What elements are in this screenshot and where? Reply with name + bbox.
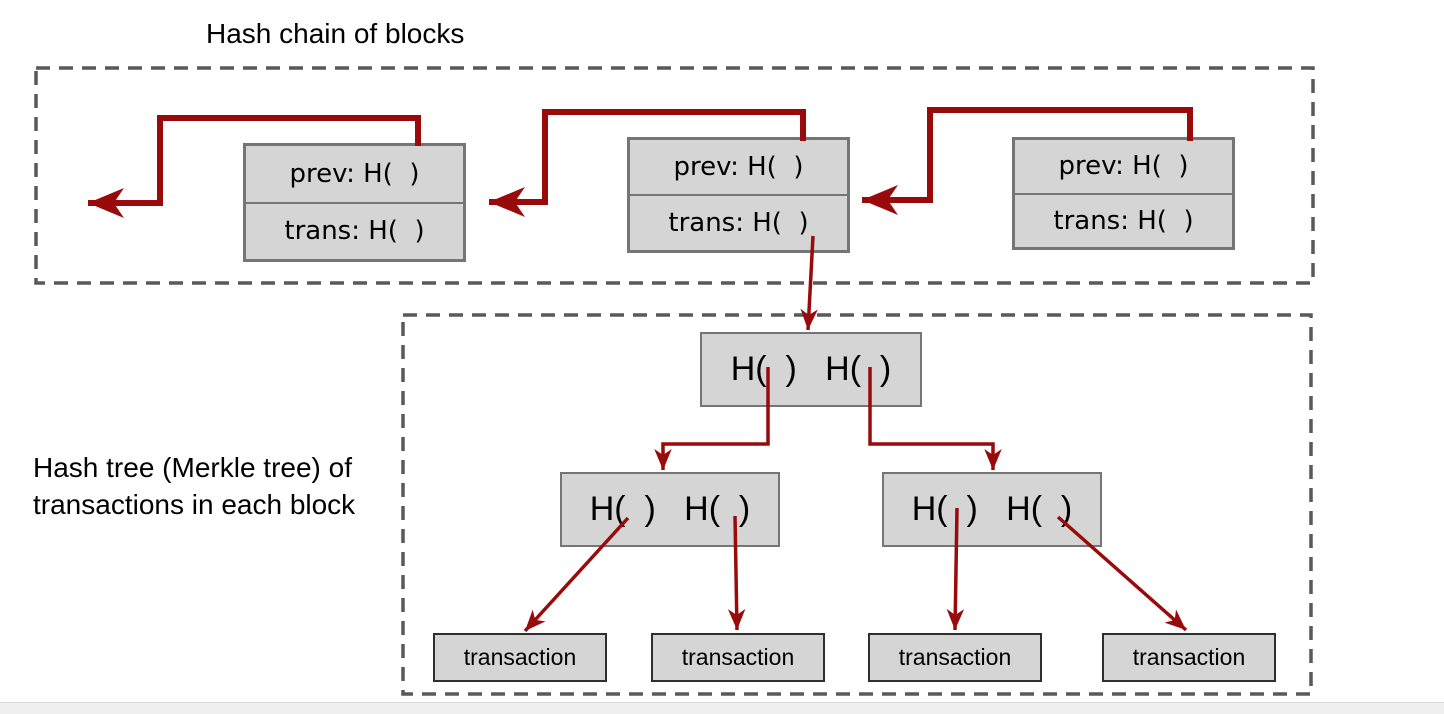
- window-bottom-bar: [0, 702, 1444, 714]
- chain-block-1-prev-field: prev: H( ): [289, 158, 420, 189]
- chain-title: Hash chain of blocks: [206, 18, 465, 49]
- chain-block-1-trans-field: trans: H( ): [246, 201, 463, 260]
- chain-block-3-prev-field: prev: H( ): [1058, 151, 1189, 182]
- transaction-box-4: transaction: [1102, 633, 1276, 682]
- merkle-root-node: H( ) H( ): [700, 332, 922, 407]
- merkle-mid-right-node: H( ) H( ): [882, 472, 1102, 547]
- tree-label-line1: Hash tree (Merkle tree) of: [33, 452, 352, 483]
- transaction-box-2: transaction: [651, 633, 825, 682]
- tree-label: Hash tree (Merkle tree) of transactions …: [33, 449, 355, 523]
- transaction-box-3: transaction: [868, 633, 1042, 682]
- chain-block-3-trans-field: trans: H( ): [1015, 192, 1232, 248]
- tree-label-line2: transactions in each block: [33, 489, 356, 520]
- chain-block-1: prev: H( ) trans: H( ): [243, 143, 466, 262]
- chain-block-2-trans-field: trans: H( ): [630, 194, 847, 250]
- chain-block-2-prev-field: prev: H( ): [673, 152, 804, 182]
- merkle-mid-left-node: H( ) H( ): [560, 472, 780, 547]
- transaction-box-1: transaction: [433, 633, 607, 682]
- chain-block-3: prev: H( ) trans: H( ): [1012, 137, 1235, 250]
- chain-block-2: prev: H( ) trans: H( ): [627, 137, 850, 253]
